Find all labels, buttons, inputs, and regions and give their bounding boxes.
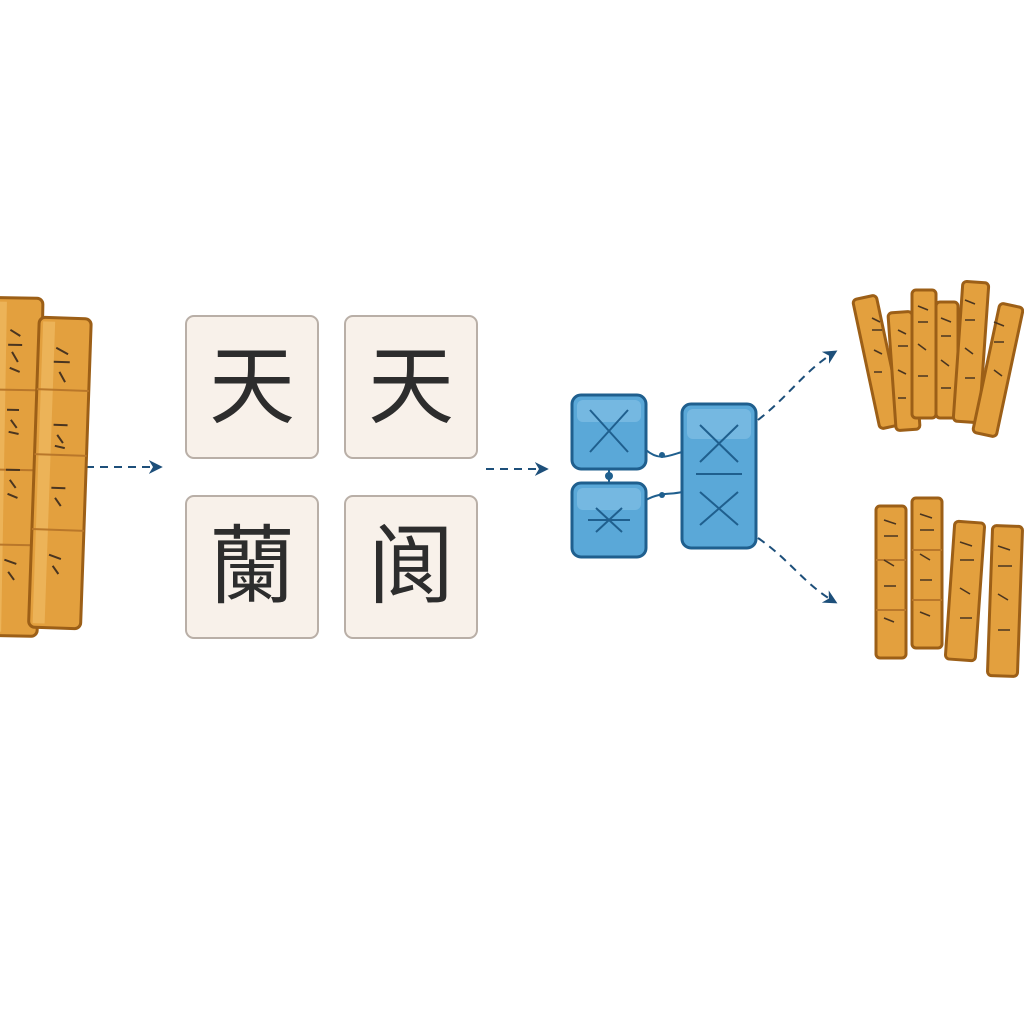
character-tile: 天 [344, 315, 478, 459]
character-glyph: 蘭 [209, 517, 295, 617]
character-tile: 阆 [344, 495, 478, 639]
arrow-model-to-output-lower [757, 537, 838, 604]
character-glyph: 天 [368, 337, 454, 437]
character-tile: 蘭 [185, 495, 319, 639]
character-glyph: 天 [209, 337, 295, 437]
character-glyph: 阆 [368, 517, 454, 617]
character-tile: 天 [185, 315, 319, 459]
